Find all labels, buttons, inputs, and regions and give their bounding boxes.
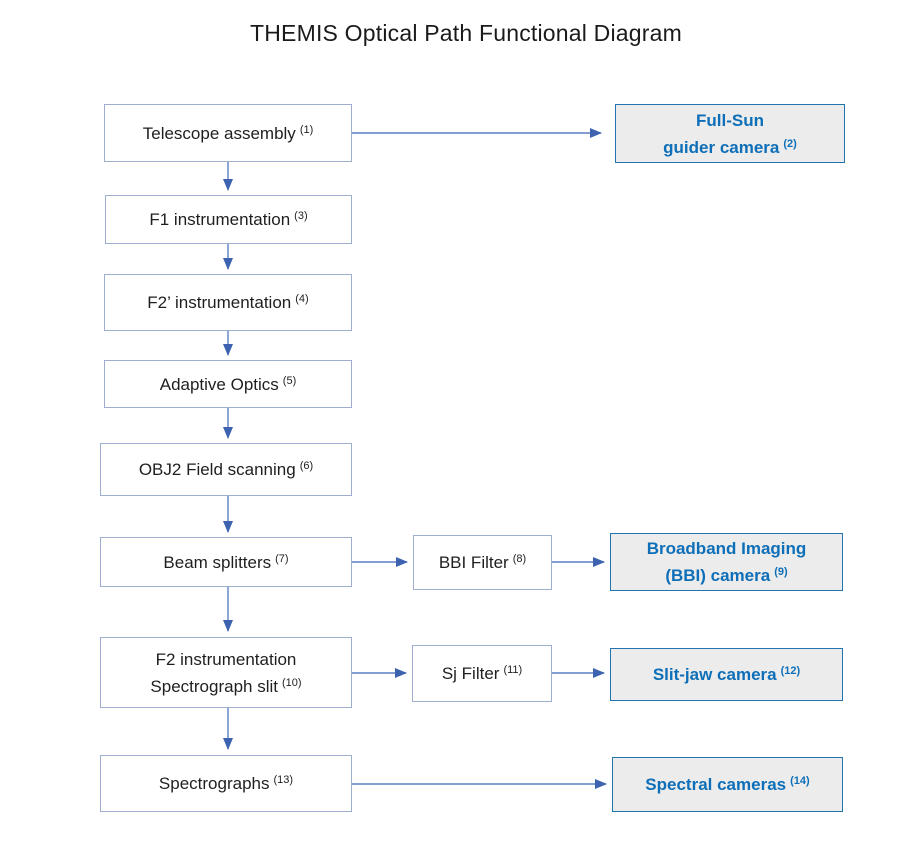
node-telescope-assembly: Telescope assembly(1) [104,104,352,162]
footnote-ref: (6) [299,460,314,472]
node-spectral-cameras: Spectral cameras(14) [612,757,843,812]
node-beam-splitters: Beam splitters(7) [100,537,352,587]
node-label-line2: guider camera(2) [663,137,797,157]
node-label: BBI Filter [438,553,509,572]
node-f2-instrumentation-spectrograph-slit: F2 instrumentation Spectrograph slit(10) [100,637,352,708]
footnote-ref: (1) [299,123,314,136]
footnote-ref: (7) [275,552,289,565]
node-adaptive-optics: Adaptive Optics(5) [104,360,352,408]
node-label-line2: (BBI) camera(9) [665,566,788,585]
node-label: Slit-jaw camera [652,665,777,684]
node-label: Sj Filter [441,664,500,683]
node-f1-instrumentation: F1 instrumentation(3) [105,195,352,244]
page-title: THEMIS Optical Path Functional Diagram [250,20,682,46]
node-label-line2: Spectrograph slit(10) [150,676,302,696]
footnote-ref: (3) [294,210,308,222]
footnote-ref: (8) [512,553,527,565]
footnote-ref: (12) [780,665,801,677]
node-label: F2’ instrumentation [147,293,292,312]
footnote-ref: (14) [790,775,810,787]
footnote-ref: (5) [282,374,297,387]
footnote-ref: (10) [282,676,302,689]
node-label: F1 instrumentation [149,210,291,229]
node-f2prime-instrumentation: F2’ instrumentation(4) [104,274,352,331]
footnote-ref: (9) [774,566,788,578]
node-label: Adaptive Optics [159,374,279,394]
footnote-ref: (4) [295,293,309,305]
node-label-line1: Full-Sun [696,110,764,130]
footnote-ref: (13) [273,774,294,786]
node-fullsun-guider-camera: Full-Sun guider camera(2) [615,104,845,163]
node-label: Telescope assembly [142,123,296,143]
node-label-line1: Broadband Imaging [646,539,807,558]
node-label: Beam splitters [163,552,272,572]
node-label: OBJ2 Field scanning [138,460,296,479]
footnote-ref: (11) [503,664,523,676]
node-obj2-field-scanning: OBJ2 Field scanning(6) [100,443,352,496]
node-sj-filter: Sj Filter(11) [412,645,552,702]
node-bbi-filter: BBI Filter(8) [413,535,552,590]
footnote-ref: (2) [783,137,797,150]
node-broadband-imaging-camera: Broadband Imaging (BBI) camera(9) [610,533,843,591]
node-spectrographs: Spectrographs(13) [100,755,352,812]
node-slit-jaw-camera: Slit-jaw camera(12) [610,648,843,701]
node-label-line1: F2 instrumentation [155,649,297,669]
node-label: Spectrographs [158,774,270,793]
node-label: Spectral cameras [645,775,787,794]
